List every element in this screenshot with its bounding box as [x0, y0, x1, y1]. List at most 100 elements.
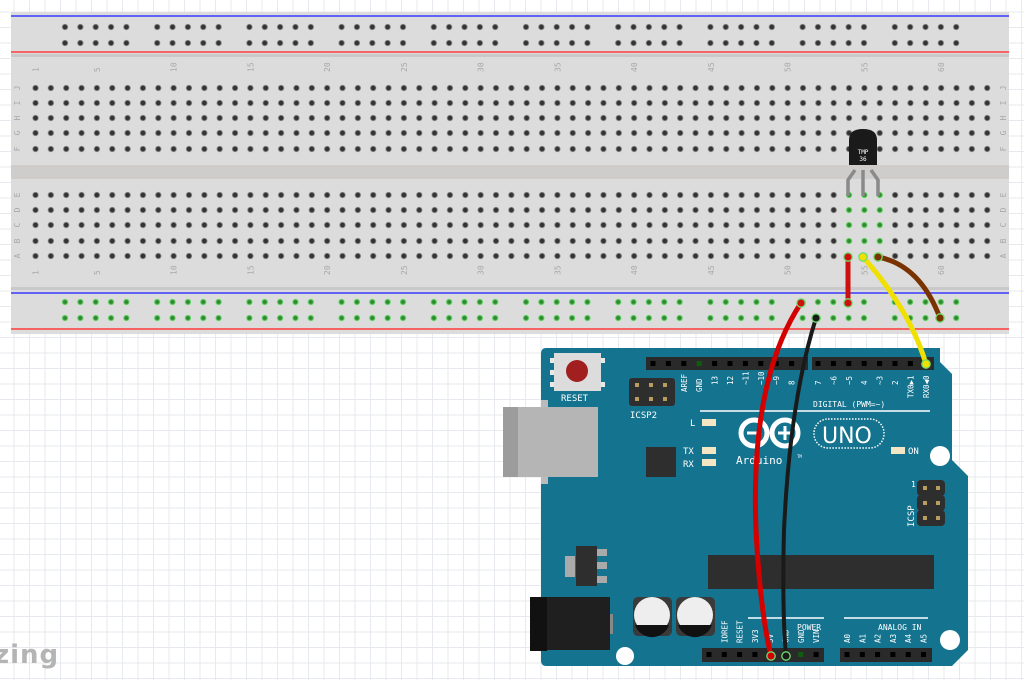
breadboard-hole[interactable]	[446, 237, 454, 245]
breadboard-hole[interactable]	[523, 221, 530, 229]
breadboard-hole[interactable]	[32, 191, 39, 199]
breadboard-hole[interactable]	[354, 237, 362, 245]
breadboard-hole[interactable]	[922, 84, 930, 92]
breadboard-hole[interactable]	[722, 191, 730, 199]
header-pin[interactable]	[907, 361, 913, 366]
rail-hole[interactable]	[199, 23, 207, 31]
breadboard-hole[interactable]	[201, 191, 208, 199]
breadboard-hole[interactable]	[508, 114, 515, 122]
breadboard-hole[interactable]	[216, 99, 223, 107]
breadboard-hole[interactable]	[861, 114, 868, 122]
breadboard-hole[interactable]	[799, 84, 807, 92]
rail-hole[interactable]	[753, 39, 760, 47]
breadboard-hole[interactable]	[922, 221, 930, 229]
breadboard-hole[interactable]	[155, 145, 162, 153]
breadboard-hole[interactable]	[953, 191, 960, 199]
breadboard-hole[interactable]	[93, 237, 101, 245]
rail-hole[interactable]	[568, 39, 576, 47]
breadboard-hole[interactable]	[185, 206, 193, 214]
breadboard-hole[interactable]	[155, 114, 162, 122]
breadboard-hole[interactable]	[707, 206, 715, 214]
breadboard-hole[interactable]	[784, 114, 791, 122]
breadboard-hole[interactable]	[600, 191, 607, 199]
breadboard-hole[interactable]	[400, 252, 408, 260]
breadboard-hole[interactable]	[722, 206, 730, 214]
breadboard-hole[interactable]	[385, 206, 392, 214]
breadboard-hole[interactable]	[124, 221, 131, 229]
breadboard-hole[interactable]	[769, 145, 776, 153]
breadboard-hole[interactable]	[155, 221, 162, 229]
breadboard-hole[interactable]	[968, 206, 976, 214]
header-pin[interactable]	[665, 361, 671, 366]
rail-hole[interactable]	[215, 39, 222, 47]
breadboard-hole[interactable]	[369, 221, 377, 229]
breadboard-hole[interactable]	[62, 221, 70, 229]
rail-hole[interactable]	[660, 314, 668, 322]
rail-hole[interactable]	[491, 39, 499, 47]
rail-hole[interactable]	[461, 314, 468, 322]
breadboard-hole[interactable]	[692, 129, 699, 137]
breadboard-hole[interactable]	[661, 252, 669, 260]
breadboard-hole[interactable]	[93, 252, 101, 260]
rail-hole[interactable]	[522, 298, 530, 306]
breadboard-hole[interactable]	[185, 84, 193, 92]
breadboard-hole[interactable]	[646, 114, 653, 122]
rail-hole[interactable]	[169, 298, 176, 306]
breadboard-hole[interactable]	[108, 114, 116, 122]
breadboard-hole[interactable]	[538, 129, 546, 137]
breadboard-hole[interactable]	[738, 99, 745, 107]
rail-hole[interactable]	[538, 298, 545, 306]
header-pin[interactable]	[789, 361, 795, 366]
breadboard-hole[interactable]	[323, 145, 331, 153]
breadboard-hole[interactable]	[661, 191, 669, 199]
breadboard-hole[interactable]	[815, 221, 822, 229]
breadboard-hole[interactable]	[554, 114, 561, 122]
breadboard-hole[interactable]	[477, 221, 484, 229]
breadboard-hole[interactable]	[78, 221, 85, 229]
breadboard-hole[interactable]	[139, 84, 147, 92]
breadboard-hole[interactable]	[722, 99, 730, 107]
rail-hole[interactable]	[553, 314, 560, 322]
header-pin[interactable]	[696, 361, 702, 366]
breadboard-hole[interactable]	[446, 191, 454, 199]
rail-hole[interactable]	[538, 23, 545, 31]
breadboard-hole[interactable]	[139, 237, 147, 245]
breadboard-hole[interactable]	[784, 99, 791, 107]
breadboard-hole[interactable]	[277, 221, 285, 229]
breadboard-hole[interactable]	[323, 237, 331, 245]
rail-hole[interactable]	[292, 39, 299, 47]
breadboard-hole[interactable]	[937, 129, 945, 137]
breadboard-hole[interactable]	[661, 129, 669, 137]
breadboard-hole[interactable]	[139, 252, 147, 260]
breadboard-hole[interactable]	[738, 237, 745, 245]
breadboard-hole[interactable]	[385, 129, 392, 137]
breadboard-hole[interactable]	[799, 206, 807, 214]
rail-hole[interactable]	[353, 39, 361, 47]
breadboard-hole[interactable]	[201, 237, 208, 245]
breadboard-hole[interactable]	[569, 99, 577, 107]
rail-hole[interactable]	[430, 39, 438, 47]
breadboard-hole[interactable]	[692, 237, 699, 245]
rail-hole[interactable]	[630, 23, 637, 31]
breadboard-hole[interactable]	[293, 99, 300, 107]
rail-hole[interactable]	[906, 39, 914, 47]
breadboard-hole[interactable]	[569, 129, 577, 137]
breadboard-hole[interactable]	[538, 191, 546, 199]
breadboard-hole[interactable]	[201, 129, 208, 137]
breadboard-hole[interactable]	[661, 221, 669, 229]
breadboard-hole[interactable]	[492, 84, 500, 92]
breadboard-hole[interactable]	[692, 252, 699, 260]
rail-hole[interactable]	[353, 298, 361, 306]
breadboard-hole[interactable]	[508, 206, 515, 214]
breadboard-hole[interactable]	[78, 114, 85, 122]
breadboard-hole[interactable]	[753, 145, 761, 153]
breadboard-hole[interactable]	[477, 114, 484, 122]
breadboard-hole[interactable]	[323, 84, 331, 92]
breadboard-hole[interactable]	[983, 221, 991, 229]
breadboard-hole[interactable]	[615, 129, 623, 137]
breadboard-hole[interactable]	[308, 237, 316, 245]
breadboard-hole[interactable]	[247, 99, 254, 107]
breadboard-hole[interactable]	[845, 237, 853, 245]
ground-jumper[interactable]	[875, 254, 943, 321]
breadboard-hole[interactable]	[615, 237, 623, 245]
